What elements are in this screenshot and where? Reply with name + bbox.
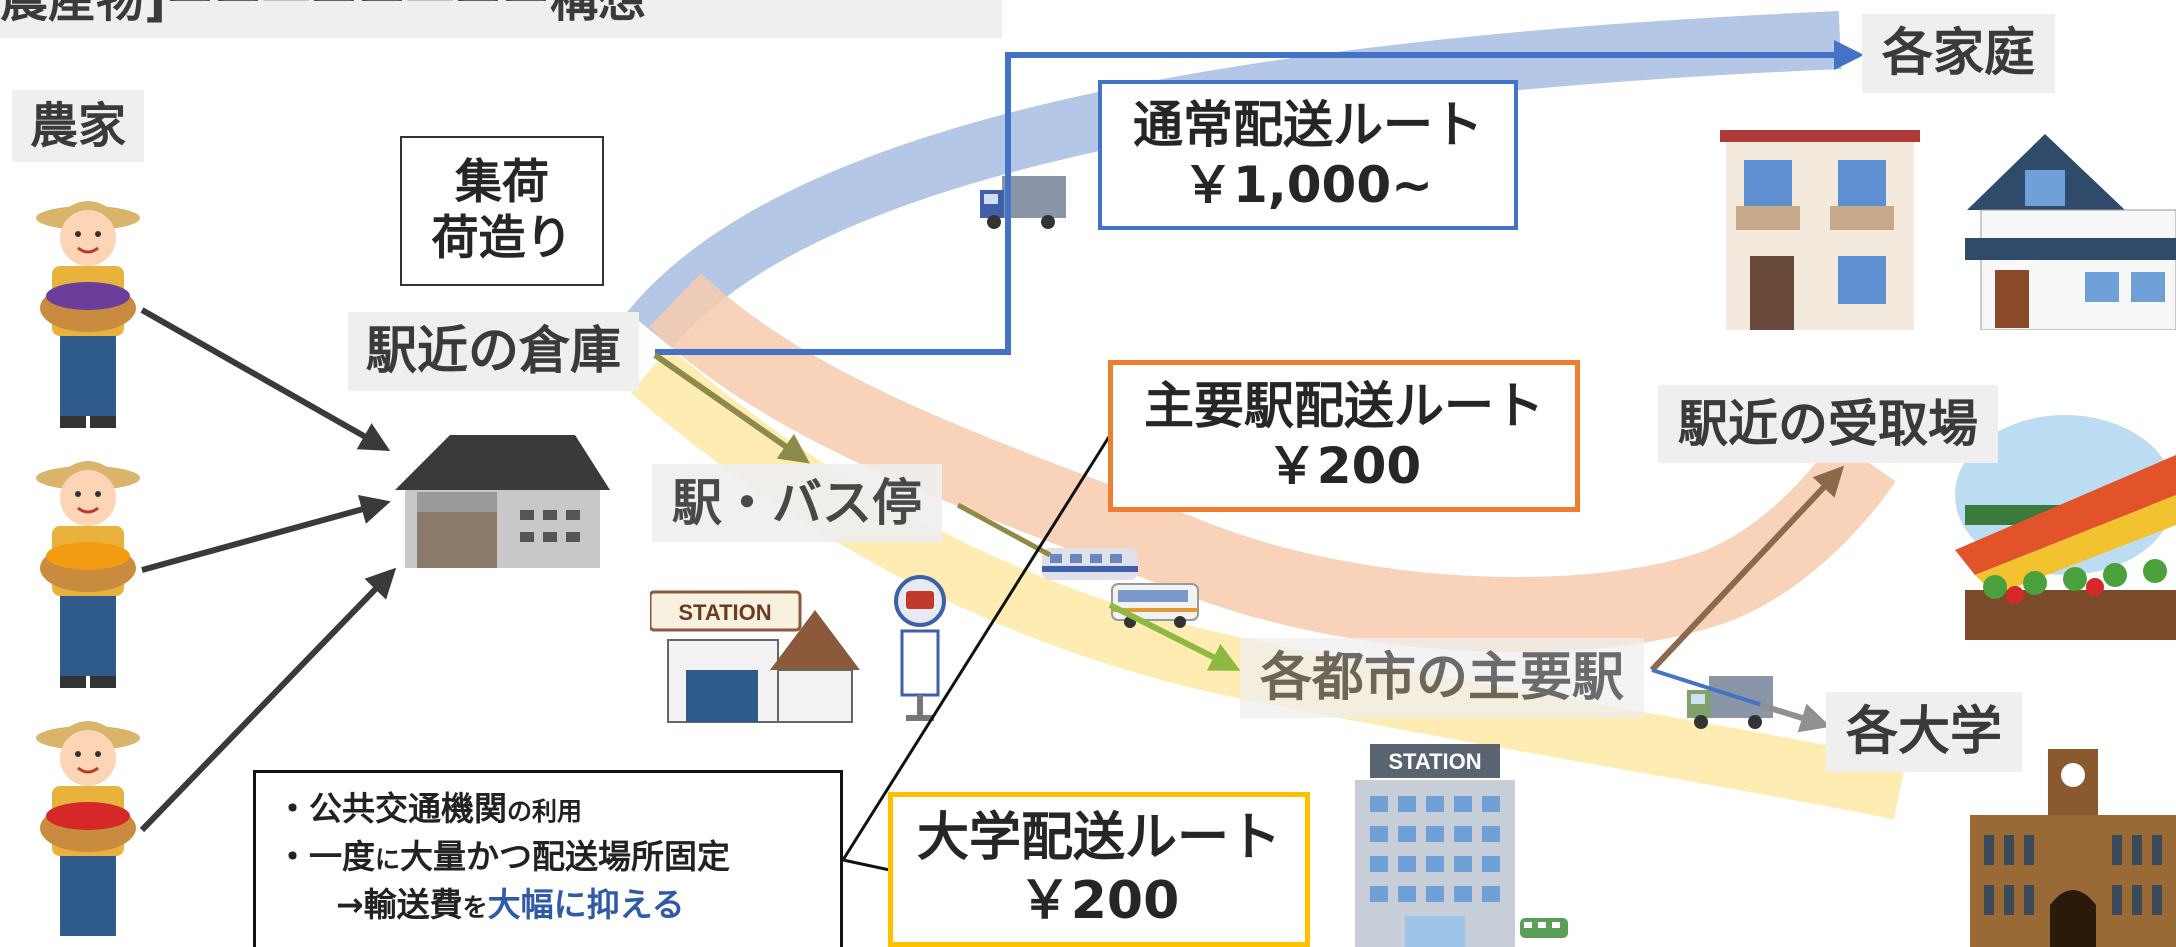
- university-route-price: ￥200: [1018, 870, 1180, 931]
- station-icon: STATION: [648, 590, 860, 725]
- warehouse-icon: [395, 430, 610, 570]
- header-title: 農産物]ーー一ーー一ーー構想: [0, 0, 1002, 38]
- callout-line: [842, 858, 891, 872]
- station-sign-small: STATION: [678, 600, 771, 625]
- pickup-label: 駅近の受取場: [1658, 385, 1998, 463]
- bus-to-station-line: [956, 502, 1052, 558]
- farmer-to-warehouse-arrow: [139, 567, 397, 833]
- farmer-icon: [28, 710, 148, 947]
- note-line-3: →輸送費を大幅に抑える: [336, 884, 685, 924]
- note-line-1: ・公共交通機関の利用: [276, 789, 583, 828]
- house-icon: [1965, 130, 2176, 331]
- farmers-label: 農家: [12, 90, 145, 162]
- to-university-arrow: [1759, 702, 1831, 733]
- collect-pack-box: 集荷 荷造り: [400, 136, 604, 286]
- warehouse-label: 駅近の倉庫: [348, 312, 640, 391]
- bus-icon: [1110, 580, 1200, 630]
- normal-route-line: [655, 40, 1864, 355]
- truck-icon: [978, 172, 1068, 234]
- note-line-2: ・一度に大量かつ配送場所固定: [276, 836, 731, 876]
- warehouse-to-bus-arrow: [653, 352, 810, 464]
- to-pickup-arrow: [1649, 465, 1845, 673]
- major-route-band: [649, 272, 1896, 652]
- station-sign-big: STATION: [1388, 749, 1481, 774]
- farmer-icon: [28, 450, 148, 690]
- callout-line: [841, 431, 1114, 861]
- station-icon: STATION: [1350, 740, 1520, 947]
- major-route-box: 主要駅配送ルート ￥200: [1108, 360, 1580, 512]
- apartment-icon: [1720, 130, 1920, 330]
- major-station-label: 各都市の主要駅: [1240, 638, 1645, 718]
- bus-stop-icon: [890, 575, 950, 725]
- major-route-price: ￥200: [1266, 437, 1422, 495]
- farmer-to-warehouse-arrow: [141, 494, 391, 573]
- collect-label: 集荷: [455, 154, 549, 210]
- normal-route-name: 通常配送ルート: [1133, 96, 1483, 154]
- benefit-note: ・公共交通機関の利用 ・一度に大量かつ配送場所固定 →輸送費を大幅に抑える: [253, 770, 843, 947]
- normal-route-price: ￥1,000~: [1182, 156, 1434, 214]
- farmer-icon: [28, 190, 148, 430]
- to-major-station-arrow: [1108, 602, 1241, 671]
- farmer-to-warehouse-arrow: [140, 307, 391, 451]
- universities-label: 各大学: [1826, 692, 2023, 772]
- bus-station-label: 駅・バス停: [652, 464, 942, 542]
- train-icon: [1040, 540, 1140, 588]
- normal-route-box: 通常配送ルート ￥1,000~: [1098, 80, 1518, 230]
- major-route-name: 主要駅配送ルート: [1144, 377, 1544, 435]
- pack-label: 荷造り: [431, 211, 573, 266]
- university-icon: [1970, 745, 2176, 947]
- university-route-name: 大学配送ルート: [916, 808, 1281, 869]
- market-icon: [1955, 415, 2176, 650]
- train-icon: [1520, 912, 1570, 942]
- university-route-box: 大学配送ルート ￥200: [888, 792, 1310, 947]
- households-label: 各家庭: [1862, 14, 2056, 93]
